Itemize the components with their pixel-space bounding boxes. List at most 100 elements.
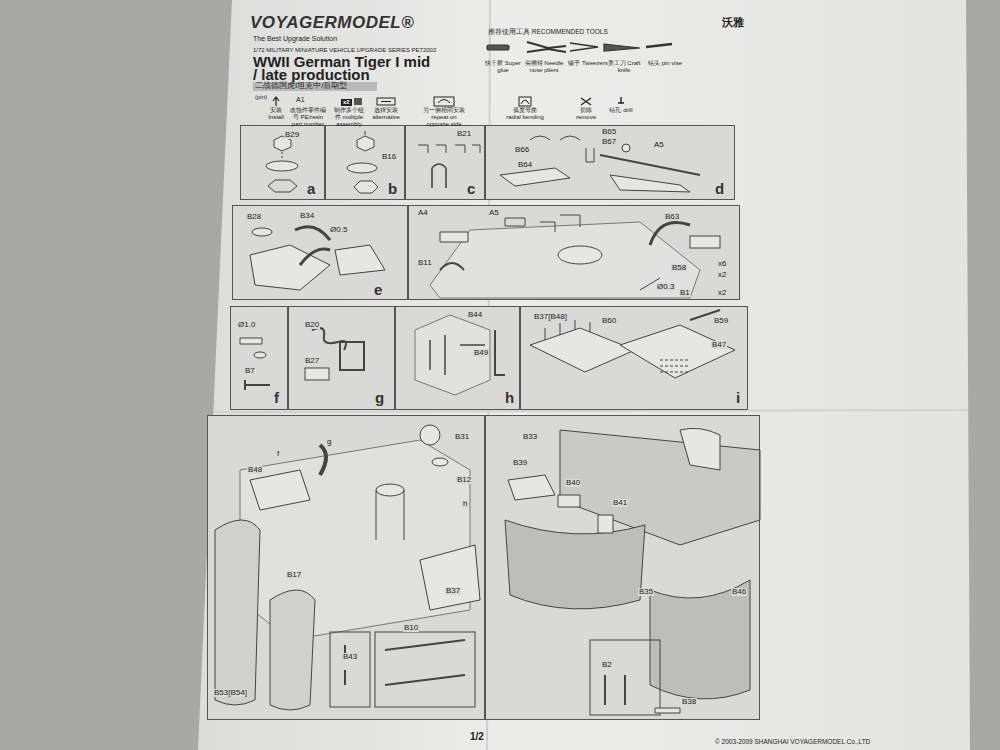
part-number: B47 [711,341,727,349]
step-letter: i [735,390,741,406]
legend-entry: 切除 remove [572,96,600,121]
legend-text: 安装 Install [262,107,290,121]
step-panel: B33B39B40B41B35B46B2B38 [485,415,760,720]
legend-symbol [572,96,600,107]
part-number: B37 [445,587,461,595]
part-number: x2 [717,271,727,279]
step-letter: h [504,390,515,406]
part-number: B53[B54] [213,689,248,697]
legend-text: 制作多个组件 multiple assembly [332,107,366,128]
part-number: B44 [467,311,483,319]
step-panel: Ø1.0B7 f [230,306,288,410]
step-panel: B31B12 B48 f g hB17B37B53[B54] B43 B10 [207,415,485,720]
chinese-title: 二战德国虎I坦克中/后期型 [253,82,377,91]
part-number: B40 [565,479,581,487]
part-number: B28 [246,213,262,221]
tools-heading: 推荐使用工具 RECOMMENDED TOOLS [488,28,608,35]
part-number: B37[B48] [533,313,568,321]
legend-symbol: x2 [341,99,352,106]
part-number: B11 [417,259,433,267]
part-number: B1 [679,289,691,297]
fold-line [215,410,968,412]
legend-text: 选择安装 alternative [370,107,402,121]
part-number: B17 [286,571,302,579]
legend-entry: 选择安装 alternative [370,96,402,121]
part-number: B65 [601,128,617,136]
part-number: B7 [244,367,256,375]
legend-symbol [505,96,545,107]
part-number: A5 [653,141,665,149]
part-number: B31 [454,433,470,441]
part-number: B67 [601,138,617,146]
legend-text: 改蚀件零件编号 PE/resin part number [288,107,328,128]
legend-entry: 钻孔 drill [608,96,634,114]
series-line: 1/72 MILITARY MINIATURE VEHICLE UPGRADE … [253,47,436,54]
part-number: Ø0.3 [656,283,675,291]
part-number: B38 [681,698,697,706]
legend-symbol [262,96,290,107]
part-number: B10 [403,624,419,632]
part-number: B34 [299,212,315,220]
step-letter: e [373,282,383,298]
part-number: B63 [664,213,680,221]
step-letter: d [714,181,725,197]
page-number: 1/2 [470,731,484,742]
part-number: A4 [417,209,429,217]
tool-name: 镊子 Tweezers [568,60,608,67]
legend-symbol [370,96,402,107]
part-number: B64 [517,161,533,169]
legend-symbol [420,96,468,107]
step-panel: B16 b [325,125,405,200]
part-number: B48 [247,466,263,474]
legend-entry: 安装 Install [262,96,290,121]
brand-chinese: 沃雅 [722,16,744,28]
panel-grounds [207,125,760,720]
part-number: B49 [473,349,489,357]
part-number: B58 [671,264,687,272]
step-letter: a [306,181,316,197]
sheet-title: WWII German Tiger I mid / late productio… [253,55,438,81]
part-number: B35 [638,588,654,596]
part-number: Ø1.0 [237,321,256,329]
legend-entry: 制作多个组件 multiple assembly [332,96,366,128]
part-number: x2 [717,289,727,297]
part-number: f [276,450,280,458]
legend-symbol [608,96,634,107]
part-number: Ø0.5 [329,226,348,234]
legend-entry: 弧度弯曲 radial bending [505,96,545,121]
legend-entry: 另一侧相同安装 repeat on opposite side [420,96,468,128]
copyright: © 2003-2009 SHANGHAI VOYAGERMODEL Co.,LT… [715,738,870,745]
step-panel: B21c [405,125,485,200]
legend-symbol [332,96,366,107]
tool-name: 美工刀 Craft knife [604,60,644,73]
part-number: h [462,500,468,508]
legend-entry: 改蚀件零件编号 PE/resin part number [288,96,328,128]
part-number: B46 [731,588,747,596]
step-panel: B28 B34Ø0.5 e [232,205,408,300]
tool-name: 快干胶 Super glue [483,60,523,73]
legend-text: 钻孔 drill [608,107,634,114]
part-number: B43 [342,653,358,661]
part-number: B27 [304,357,320,365]
step-letter: f [273,390,280,406]
part-number: x6 [717,260,727,268]
legend-text: 另一侧相同安装 repeat on opposite side [420,107,468,128]
tool-icons [487,42,672,52]
part-number: B12 [456,476,472,484]
part-number: B60 [601,317,617,325]
step-panel: B20B27g [288,306,395,410]
brand-logo: VOYAGERMODEL® [250,14,414,33]
step-panel: B29a [240,125,325,200]
tool-name: 钻头 pin vise [645,60,685,67]
step-letter: g [374,390,385,406]
tool-name: 尖嘴钳 Needle nose pliers [524,60,564,73]
brand-slogan: The Best Upgrade Solution [253,35,337,43]
part-number: g [326,438,332,446]
part-number: A5 [488,209,500,217]
part-number: B16 [381,153,397,161]
part-number: B2 [601,661,613,669]
part-number: B66 [514,146,530,154]
legend-symbol [288,96,328,107]
step-letter: b [387,181,398,197]
part-number: B59 [713,317,729,325]
